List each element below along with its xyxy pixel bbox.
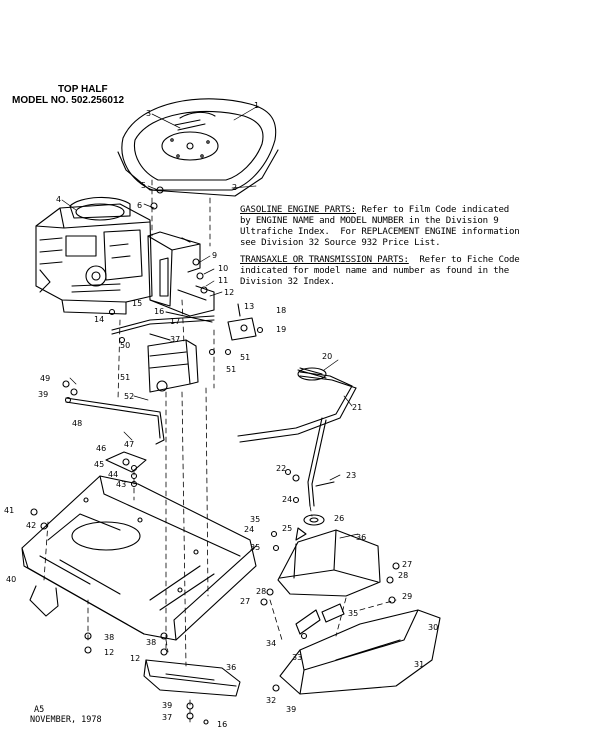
callout-12-b: 12 [104, 648, 114, 657]
engine-parts-text: Refer to Film Code indicated by ENGINE N… [240, 205, 520, 248]
callout-31: 31 [414, 660, 424, 669]
callout-22: 22 [276, 464, 286, 473]
callout-35-c: 35 [250, 543, 260, 552]
callout-24-b: 24 [244, 525, 254, 534]
callout-24: 24 [282, 495, 292, 504]
callout-49: 49 [40, 374, 50, 383]
page-code: A5 [34, 705, 45, 715]
callout-39-c: 39 [286, 705, 296, 714]
callout-15: 15 [132, 299, 142, 308]
callout-35: 35 [348, 609, 358, 618]
callout-44: 44 [108, 470, 118, 479]
callout-28: 28 [256, 587, 266, 596]
rod-50 [111, 315, 215, 335]
support-bracket [147, 231, 215, 323]
page-title: TOP HALF [58, 84, 108, 95]
callout-43: 43 [116, 480, 126, 489]
engine-parts-heading: GASOLINE ENGINE PARTS: [240, 205, 357, 215]
chassis-frame [21, 475, 257, 641]
callout-30: 30 [428, 623, 438, 632]
fasteners [30, 186, 400, 725]
engine-assembly [35, 196, 153, 315]
callout-17: 17 [170, 317, 180, 326]
callout-18: 18 [276, 306, 286, 315]
engine-parts-note: GASOLINE ENGINE PARTS: Refer to Film Cod… [240, 205, 520, 249]
callout-39-b: 39 [162, 701, 172, 710]
dash-console [277, 529, 381, 597]
callout-34: 34 [266, 639, 276, 648]
callout-20: 20 [322, 352, 332, 361]
callout-51-c: 51 [226, 365, 236, 374]
callout-9: 9 [212, 251, 217, 260]
transaxle-parts-heading: TRANSAXLE OR TRANSMISSION PARTS: [240, 255, 409, 265]
callout-14: 14 [94, 315, 104, 324]
transaxle-parts-text: Refer to Fiche Code indicated for model … [240, 255, 520, 287]
publication-date: NOVEMBER, 1978 [30, 715, 102, 725]
callout-40: 40 [6, 575, 16, 584]
callout-2: 2 [232, 183, 237, 192]
callout-51: 51 [120, 373, 130, 382]
link-48 [64, 396, 165, 445]
callout-41: 41 [4, 506, 14, 515]
leader-lines [61, 105, 359, 539]
callout-19: 19 [276, 325, 286, 334]
callout-35-b: 35 [250, 515, 260, 524]
callout-45: 45 [94, 460, 104, 469]
callout-4: 4 [56, 195, 61, 204]
callout-39: 39 [38, 390, 48, 399]
bracket-45 [105, 451, 147, 473]
steering-gear [292, 474, 335, 541]
callout-26: 26 [334, 514, 344, 523]
steering-wheel [237, 367, 357, 507]
pedal-assembly [147, 303, 257, 393]
lower-panel [279, 603, 441, 695]
callout-32: 32 [266, 696, 276, 705]
seat-assembly [117, 98, 279, 197]
callout-13: 13 [244, 302, 254, 311]
callout-12: 12 [224, 288, 234, 297]
callout-48: 48 [72, 419, 82, 428]
callout-1: 1 [254, 101, 259, 110]
callout-5: 5 [141, 181, 146, 190]
lower-plate [143, 659, 241, 697]
assembly-guide-lines [43, 179, 397, 723]
callout-42: 42 [26, 521, 36, 530]
callout-47: 47 [124, 440, 134, 449]
callout-29: 29 [402, 592, 412, 601]
callout-16-b: 16 [217, 720, 227, 729]
callout-46: 46 [96, 444, 106, 453]
callout-50: 50 [120, 341, 130, 350]
part-number-callouts: 1 2 3 4 5 6 9 10 11 12 13 14 15 16 17 18… [4, 101, 438, 729]
callout-36-b: 36 [226, 663, 236, 672]
callout-3: 3 [146, 109, 151, 118]
model-number: MODEL NO. 502.256012 [12, 95, 125, 106]
callout-28-b: 28 [398, 571, 408, 580]
callout-27: 27 [402, 560, 412, 569]
callout-51-b: 51 [240, 353, 250, 362]
callout-11: 11 [218, 276, 228, 285]
callout-25: 25 [282, 524, 292, 533]
callout-21: 21 [352, 403, 362, 412]
callout-38: 38 [104, 633, 114, 642]
callout-36: 36 [356, 533, 366, 542]
callout-12-c: 12 [130, 654, 140, 663]
callout-23: 23 [346, 471, 356, 480]
callout-38-b: 38 [146, 638, 156, 647]
callout-52: 52 [124, 392, 134, 401]
callout-27-b: 27 [240, 597, 250, 606]
callout-33: 33 [292, 653, 302, 662]
callout-37-b: 37 [162, 713, 172, 722]
transaxle-parts-note: TRANSAXLE OR TRANSMISSION PARTS: Refer t… [240, 255, 520, 288]
callout-6: 6 [137, 201, 142, 210]
callout-37: 37 [170, 335, 180, 344]
callout-16: 16 [154, 307, 164, 316]
callout-10: 10 [218, 264, 228, 273]
